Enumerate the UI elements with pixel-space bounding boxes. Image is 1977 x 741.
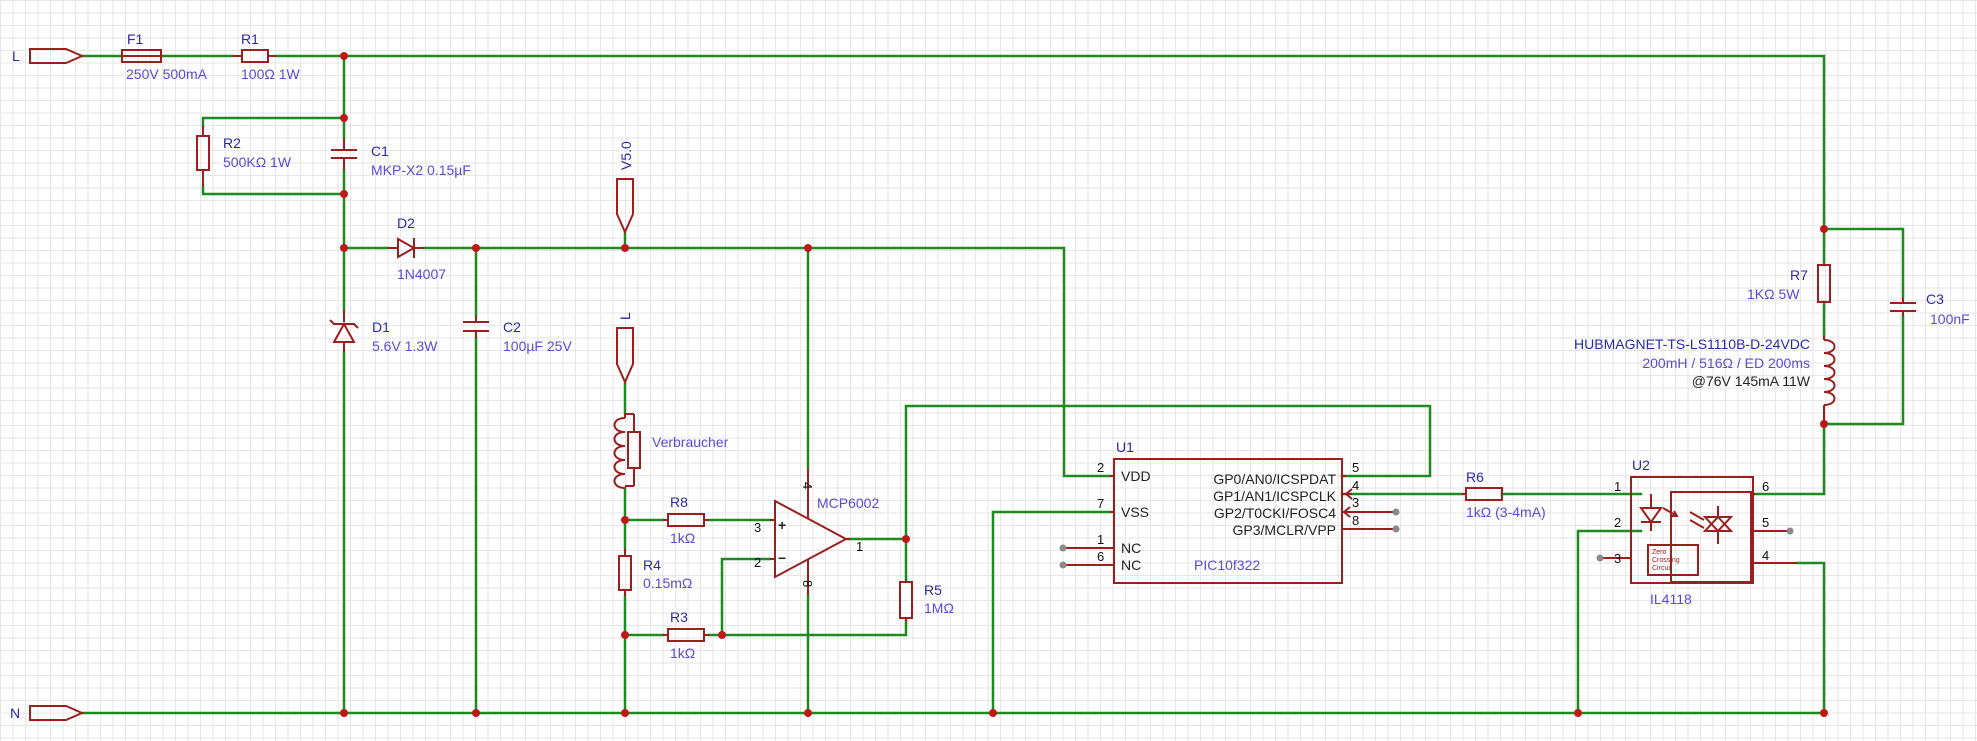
capacitor-c3: C3 100nF [1890,291,1970,327]
r8-value: 1kΩ [670,530,695,546]
r7-ref: R7 [1790,267,1808,283]
u1-pin-gp1: GP1/AN1/ICSPCLK [1213,488,1337,504]
u1-pin-nc1: NC [1121,540,1141,556]
u2-value: IL4118 [1650,591,1692,607]
u1-pin-vss: VSS [1121,504,1149,520]
r1-value: 100Ω 1W [241,66,301,82]
u1-pin-8-num: 8 [1352,513,1359,528]
opamp-pin-3: 3 [754,520,761,535]
resistor-r1: R1 100Ω 1W [233,31,301,82]
r2-ref: R2 [223,135,241,151]
port-l2-label: L [617,312,633,320]
u1-pin-gp0: GP0/AN0/ICSPDAT [1213,471,1336,487]
u1-pin-1-num: 1 [1097,532,1104,547]
u2-ref: U2 [1632,457,1650,473]
r6-value: 1kΩ (3-4mA) [1466,504,1546,520]
resistor-r8: R8 1kΩ [663,494,709,546]
u1-value: PIC10f322 [1194,557,1260,573]
r5-ref: R5 [924,582,942,598]
c3-value: 100nF [1930,311,1970,327]
u1-pin-5-num: 5 [1352,460,1359,475]
resistor-r2: R2 500KΩ 1W [196,126,292,186]
ic-u2-il4118: U2 IL4118 Zero Crossing Circuit 1 2 3 6 … [1596,457,1797,607]
u2-pin-3: 3 [1614,551,1621,566]
d2-ref: D2 [397,215,415,231]
junctions [340,52,1828,717]
ic-u1-pic10f322: U1 PIC10f322 2 VDD 7 VSS 1 NC 6 NC 5 GP0… [1059,439,1400,584]
u1-pin-nc2: NC [1121,557,1141,573]
zener-diode-d1: D1 5.6V 1.3W [329,310,438,354]
r1-ref: R1 [241,31,259,47]
d1-ref: D1 [372,319,390,335]
inductor-hubmagnet: HUBMAGNET-TS-LS1110B-D-24VDC 200mH / 516… [1574,336,1836,424]
f1-value: 250V 500mA [126,66,208,82]
opamp-pin-1: 1 [856,539,863,554]
r2-value: 500KΩ 1W [223,154,292,170]
magnet-name: HUBMAGNET-TS-LS1110B-D-24VDC [1574,336,1810,352]
load-verbraucher: Verbraucher [613,413,729,489]
r5-value: 1MΩ [924,600,954,616]
u1-pin-4-num: 4 [1352,478,1359,493]
u2-pin-6: 6 [1762,479,1769,494]
r8-ref: R8 [670,494,688,510]
r3-value: 1kΩ [670,645,695,661]
resistor-r3: R3 1kΩ [663,609,709,661]
opamp-label: MCP6002 [817,495,879,511]
port-l: L [12,48,85,64]
d1-value: 5.6V 1.3W [372,338,438,354]
c1-ref: C1 [371,143,389,159]
u1-pin-gp2: GP2/T0CKI/FOSC4 [1214,505,1336,521]
port-v50: V5.0 [616,141,634,235]
svg-text:+: + [778,517,786,533]
resistor-r4: R4 0.15mΩ [618,549,692,596]
u2-pin-1: 1 [1614,479,1621,494]
magnet-note: @76V 145mA 11W [1692,373,1811,389]
capacitor-c1: C1 MKP-X2 0.15µF [331,138,471,178]
opamp-pin-2: 2 [754,555,761,570]
port-n-label: N [10,705,20,721]
opamp-pin-8: 8 [800,580,815,587]
opamp-pin-4: 4 [800,482,815,489]
r7-value: 1KΩ 5W [1747,286,1800,302]
u1-pin-2-num: 2 [1097,460,1104,475]
svg-text:−: − [778,550,786,566]
u2-pin-5: 5 [1762,515,1769,530]
opamp-mcp6002: + − 3 2 4 8 1 MCP6002 [754,468,879,595]
c2-value: 100µF 25V [503,338,572,354]
d2-value: 1N4007 [397,266,446,282]
resistor-r6: R6 1kΩ (3-4mA) [1462,469,1546,520]
port-v50-label: V5.0 [618,141,634,170]
port-l-label: L [12,48,20,64]
u2-zc-text-3: Circuit [1652,565,1672,572]
u2-zc-text-1: Zero [1652,549,1667,556]
u2-pin-2: 2 [1614,515,1621,530]
r6-ref: R6 [1466,469,1484,485]
r4-ref: R4 [643,557,661,573]
f1-ref: F1 [127,31,144,47]
resistor-r7: R7 1KΩ 5W [1747,264,1831,303]
u1-pin-7-num: 7 [1097,496,1104,511]
u1-pin-gp3: GP3/MCLR/VPP [1233,522,1336,538]
magnet-value: 200mH / 516Ω / ED 200ms [1642,355,1810,371]
u2-pin-4: 4 [1762,548,1769,563]
load-label: Verbraucher [652,434,729,450]
diode-d2: D2 1N4007 [388,215,446,282]
c1-value: MKP-X2 0.15µF [371,162,471,178]
fuse-f1: F1 250V 500mA [121,31,208,82]
u1-ref: U1 [1116,439,1134,455]
capacitor-c2: C2 100µF 25V [463,316,572,354]
c2-ref: C2 [503,319,521,335]
port-n: N [10,705,85,721]
u2-zc-text-2: Crossing [1652,557,1680,564]
port-l2: L [616,312,634,385]
c3-ref: C3 [1926,291,1944,307]
u1-pin-vdd: VDD [1121,468,1151,484]
r4-value: 0.15mΩ [643,575,692,591]
r3-ref: R3 [670,609,688,625]
resistor-r5: R5 1MΩ [899,579,954,621]
u1-pin-3-num: 3 [1352,495,1359,510]
wires [81,54,1905,715]
u1-pin-6-num: 6 [1097,549,1104,564]
